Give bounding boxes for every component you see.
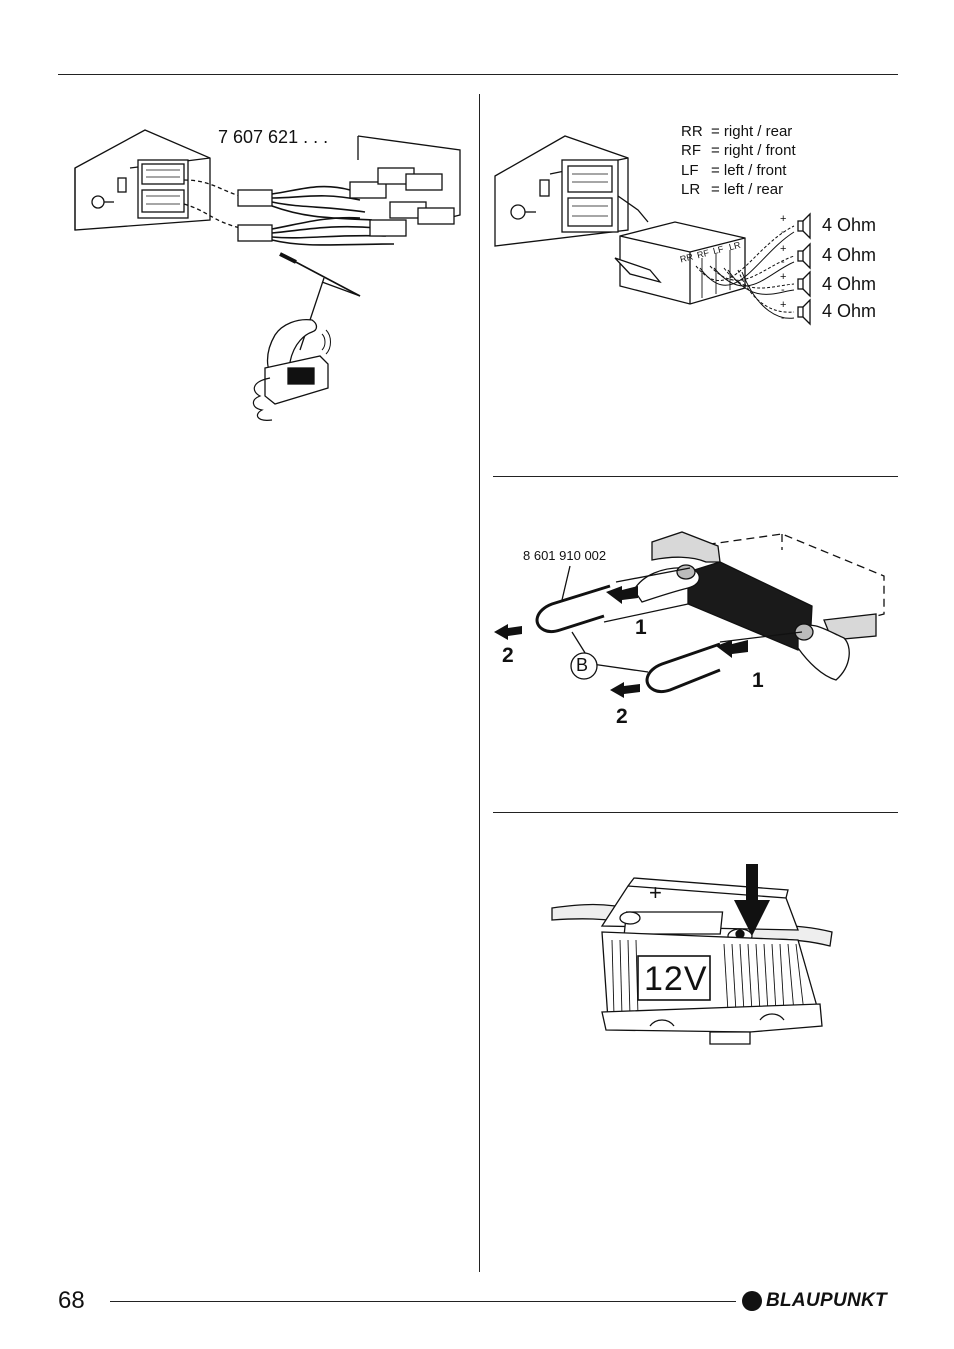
telephone-adapter-illustration [74,129,461,421]
callout-b: B [576,655,589,675]
removal-keys-illustration [494,531,885,698]
minus-mark-3: - [781,284,785,296]
step-2-lower: 2 [616,705,628,728]
plus-mark-1: + [780,213,787,225]
impedance-label-2: 4 Ohm [822,245,877,265]
impedance-label-1: 4 Ohm [822,215,877,235]
header-rule [58,74,898,75]
brand-dot-icon [742,1291,762,1311]
step-1-upper: 1 [635,616,647,639]
column-divider [479,94,480,1272]
brand-logo: BLAUPUNKT [742,1290,887,1312]
step-1-lower: 1 [752,669,764,692]
speaker-connection-illustration [494,135,811,326]
impedance-label-4: 4 Ohm [822,301,877,321]
minus-mark-1: - [781,226,785,238]
release-tool-number: 8 601 910 002 [523,548,607,563]
right-section-rule-1 [493,476,898,477]
impedance-label-3: 4 Ohm [822,274,877,294]
plus-mark-3: + [780,271,787,283]
battery-plus-mark: + [649,880,662,905]
footer-rule [110,1301,736,1302]
page-number: 68 [58,1287,85,1314]
right-section-rule-2 [493,812,898,813]
legend-lf: LF= left / front [681,162,787,179]
legend-rr: RR= right / rear [681,123,793,140]
legend-lr: LR= left / rear [681,181,784,198]
part-number-label: 7 607 621 . . . [218,127,329,147]
battery-illustration [551,864,833,1045]
legend-rf: RF= right / front [681,142,796,159]
minus-mark-4: - [781,312,785,324]
minus-mark-2: - [781,256,785,268]
step-2-upper: 2 [502,644,514,667]
battery-voltage-label: 12V [644,960,708,998]
plus-mark-4: + [780,299,787,311]
brand-name: BLAUPUNKT [766,1290,887,1311]
plus-mark-2: + [780,243,787,255]
